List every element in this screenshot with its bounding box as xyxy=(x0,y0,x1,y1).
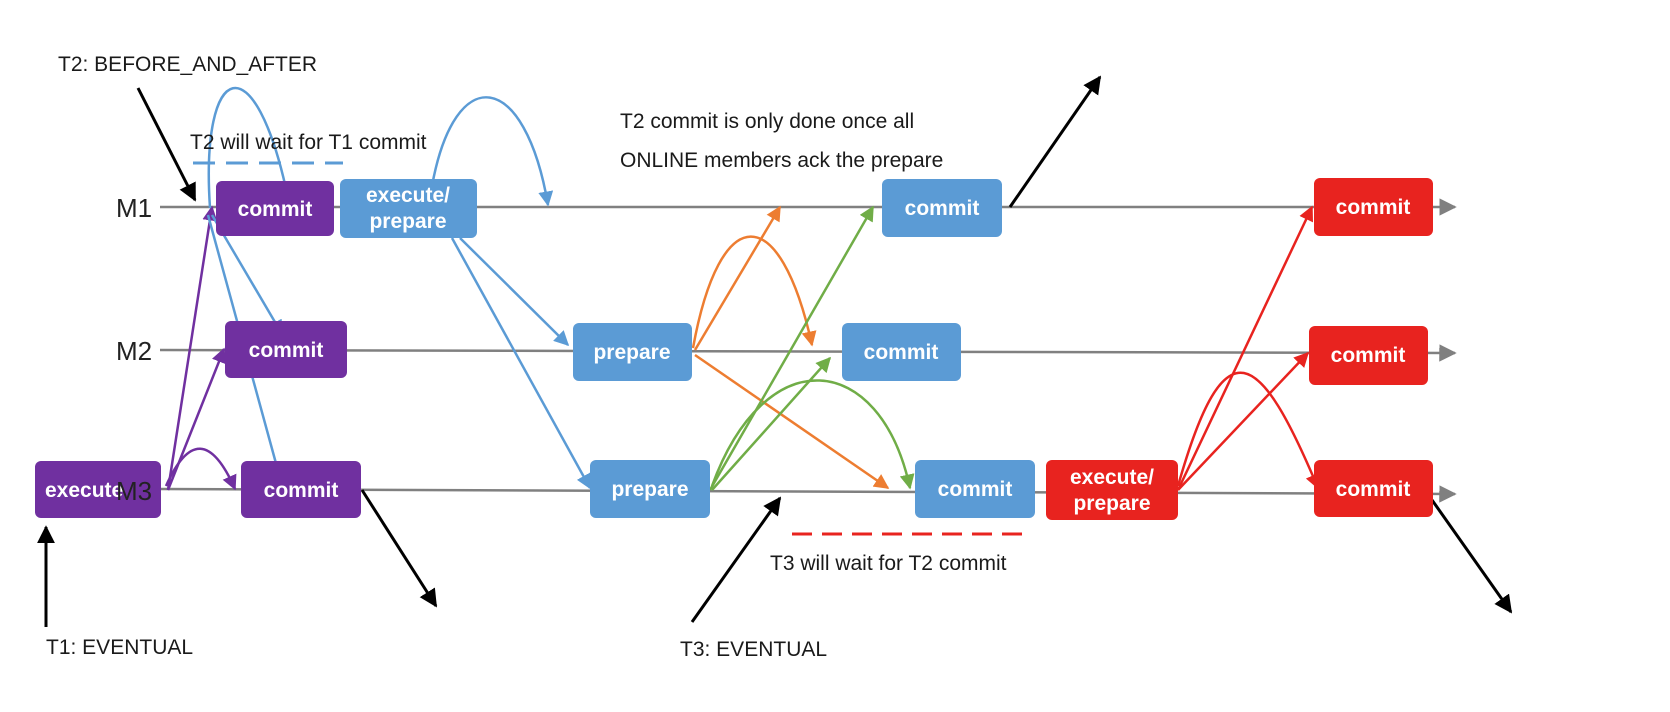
box-m1-commit-t2: commit xyxy=(882,179,1002,237)
member-label-m3: M3 xyxy=(116,476,152,506)
t2-execute-loop-arrow xyxy=(430,96,554,207)
t2-wait-label: T2 will wait for T1 commit xyxy=(190,131,427,154)
box-m2-commit-t3-label: commit xyxy=(1331,344,1406,367)
ack-m2-to-m1 xyxy=(693,205,782,351)
box-m1-commit-t3-label: commit xyxy=(1336,196,1411,219)
member-label-m2: M2 xyxy=(116,336,152,366)
box-m2-prepare-t2: prepare xyxy=(573,323,692,381)
t1-arrow-to-m2 xyxy=(166,347,226,491)
box-m3-execute-prepare-t3: execute/ prepare xyxy=(1046,460,1178,520)
box-m3-execute-prepare-t3-line1: execute/ xyxy=(1070,466,1154,489)
t2-commit-note-line2: ONLINE members ack the prepare xyxy=(620,149,943,172)
t3-loop-to-m3 xyxy=(1176,371,1320,490)
pointer-arrows xyxy=(37,75,1513,627)
box-m2-prepare-t2-label: prepare xyxy=(593,341,670,364)
t2-mode-pointer xyxy=(136,87,197,202)
t1-mode-label: T1: EVENTUAL xyxy=(46,636,193,659)
box-m1-execute-prepare-t2: execute/ prepare xyxy=(340,179,477,238)
box-m1-execute-prepare-t2-line2: prepare xyxy=(369,210,446,233)
box-m3-execute: execute xyxy=(35,461,161,518)
t2-mode-label: T2: BEFORE_AND_AFTER xyxy=(58,53,317,76)
box-m1-commit-t1: commit xyxy=(216,181,334,236)
t2-wait-loop-arrow xyxy=(207,87,293,209)
t3-commit-m3-out-arrow xyxy=(1430,499,1513,614)
ack-m2-loop-to-m2 xyxy=(691,235,817,349)
box-m3-prepare-t2-label: prepare xyxy=(611,478,688,501)
box-m3-commit-t1: commit xyxy=(241,461,361,518)
box-m3-commit-t1-label: commit xyxy=(264,479,339,502)
t2-arrow-to-m2-prepare xyxy=(459,237,570,347)
t1-arrow-to-m1 xyxy=(166,205,218,491)
member-label-m1: M1 xyxy=(116,193,152,223)
box-m2-commit-t1: commit xyxy=(225,321,347,378)
t3-mode-pointer xyxy=(690,496,782,623)
t1-commit-m3-out-arrow xyxy=(360,489,438,608)
t2-ack-arrows-m2 xyxy=(691,205,890,490)
box-m1-commit-t2-label: commit xyxy=(905,197,980,220)
box-m2-commit-t2-label: commit xyxy=(864,341,939,364)
box-m3-execute-label: execute xyxy=(45,479,123,502)
t3-propagation-arrows xyxy=(1176,205,1320,491)
t3-mode-label: T3: EVENTUAL xyxy=(680,638,827,661)
t3-wait-label: T3 will wait for T2 commit xyxy=(770,552,1007,575)
t2-arrow-to-m3-prepare xyxy=(450,237,592,490)
box-m3-commit-t2-label: commit xyxy=(938,478,1013,501)
t3-arrow-to-m1 xyxy=(1176,205,1314,491)
timeline-m2 xyxy=(159,344,1457,362)
box-m3-execute-prepare-t3-line2: prepare xyxy=(1073,492,1150,515)
ack-m2-to-m3 xyxy=(694,353,890,490)
ack-m3-to-m1 xyxy=(708,205,875,491)
box-m2-commit-t1-label: commit xyxy=(249,339,324,362)
t1-propagation-arrows xyxy=(164,205,237,491)
t2-ack-arrows-m3 xyxy=(708,205,915,491)
t2-commit-m1-out-arrow xyxy=(1008,75,1102,208)
box-m1-execute-prepare-t2-line1: execute/ xyxy=(366,184,450,207)
box-m3-commit-t3: commit xyxy=(1314,460,1433,517)
box-m1-commit-t1-label: commit xyxy=(238,198,313,221)
box-m3-commit-t3-label: commit xyxy=(1336,478,1411,501)
t1-arrow-to-m3 xyxy=(164,447,237,491)
box-m1-commit-t3: commit xyxy=(1314,178,1433,236)
box-m3-prepare-t2: prepare xyxy=(590,460,710,518)
t3-arrow-to-m2 xyxy=(1177,351,1310,491)
timelines xyxy=(159,198,1457,503)
box-m3-commit-t2: commit xyxy=(915,460,1035,518)
t2-commit-note-line1: T2 commit is only done once all xyxy=(620,110,914,133)
ack-m3-loop-to-m3 xyxy=(710,379,915,490)
timeline-m3 xyxy=(159,485,1457,503)
box-m2-commit-t2: commit xyxy=(842,323,961,381)
box-m2-commit-t3: commit xyxy=(1309,326,1428,385)
